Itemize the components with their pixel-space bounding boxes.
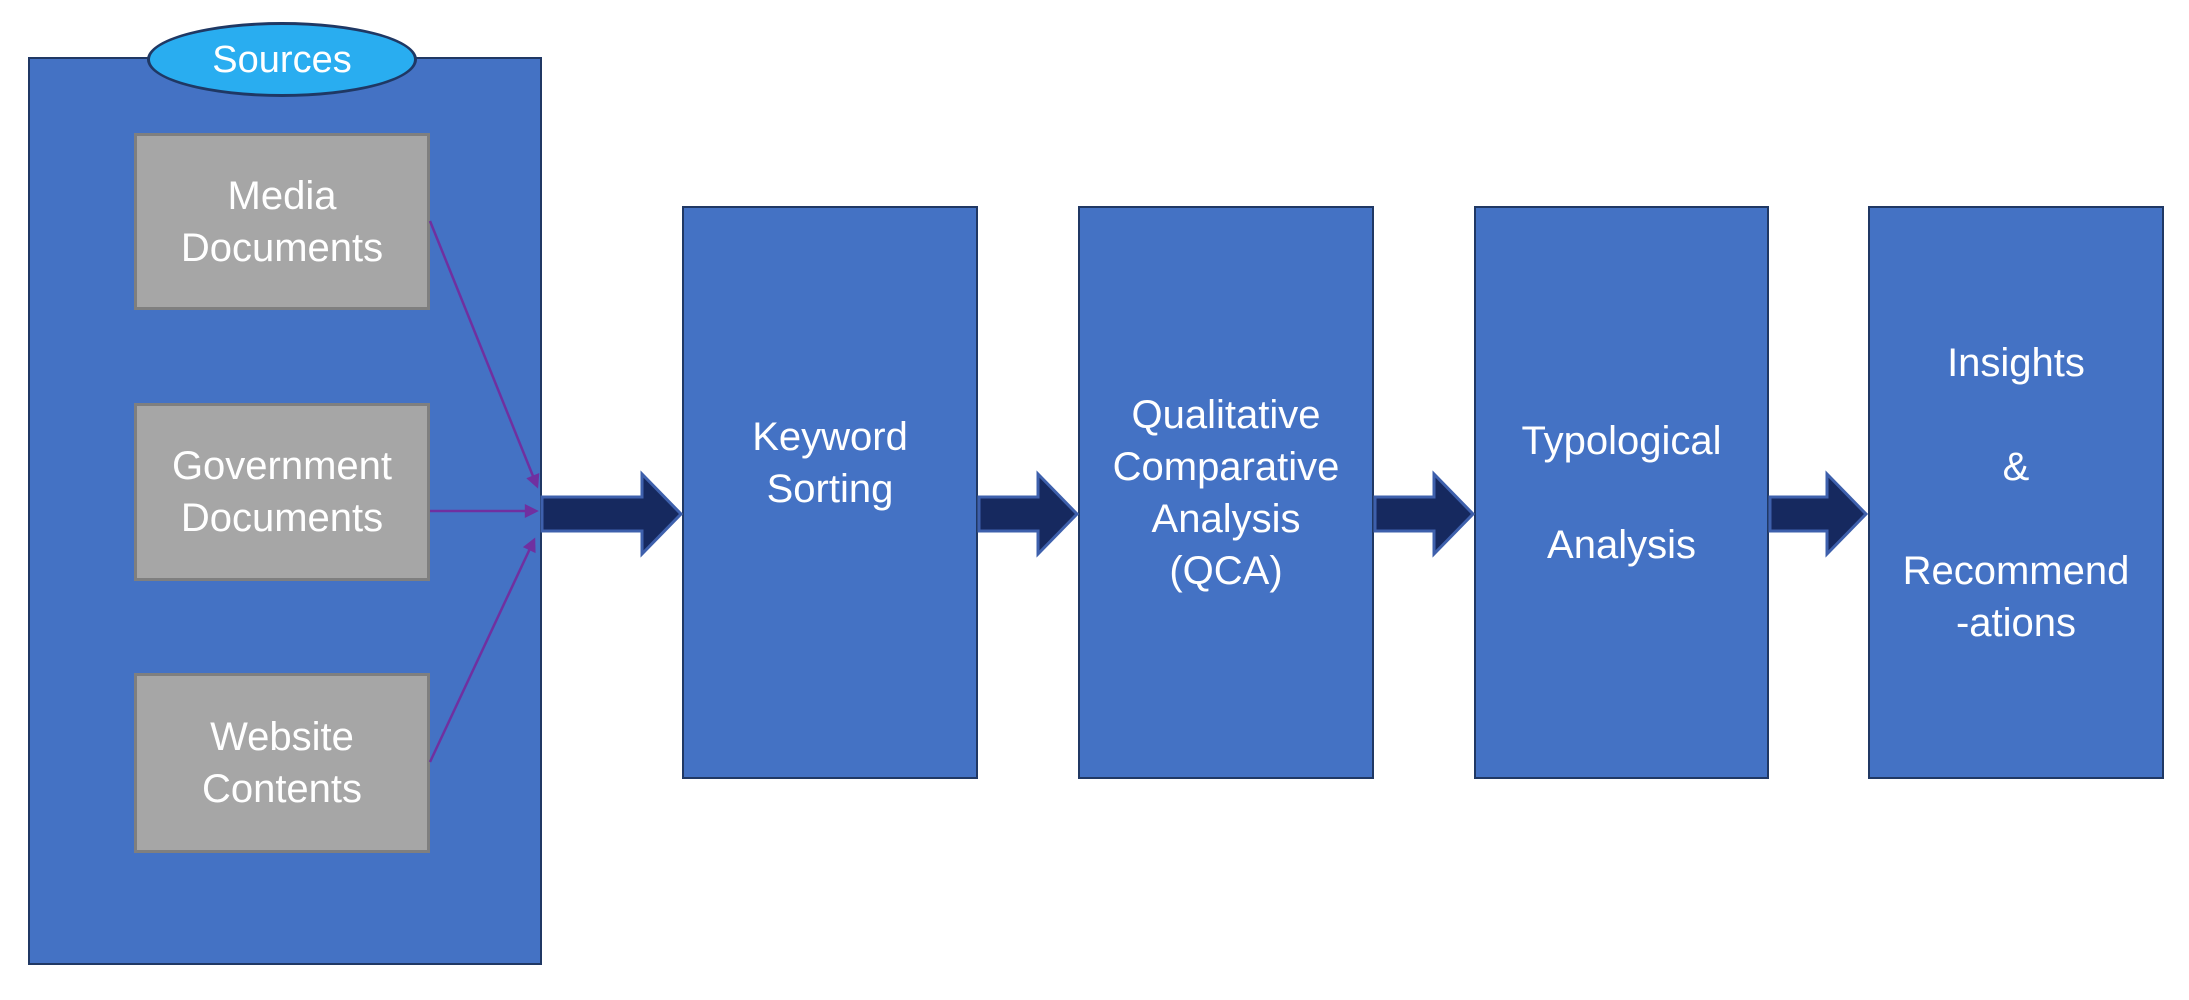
sources-title: Sources	[212, 38, 352, 81]
sources-label-ellipse: Sources	[147, 22, 417, 97]
step-keyword-sorting: Keyword Sorting	[682, 206, 978, 779]
source-box-media-label: Media Documents	[180, 173, 384, 270]
flow-arrow-1-icon	[540, 470, 684, 558]
source-box-website-label: Website Contents	[201, 715, 363, 811]
step-qca-label: Qualitative Comparative Analysis (QCA)	[1112, 392, 1340, 593]
step-typological-analysis-label: Typological Analysis	[1521, 418, 1722, 567]
flow-arrow-3-icon	[1373, 470, 1476, 558]
step-insights-recommendations-label: Insights & Recommend -ations	[1902, 340, 2130, 645]
source-box-media: Media Documents	[134, 133, 430, 310]
step-typological-analysis: Typological Analysis	[1474, 206, 1769, 779]
flow-arrow-4-icon	[1768, 470, 1869, 558]
step-insights-recommendations: Insights & Recommend -ations	[1868, 206, 2164, 779]
step-qualitative-comparative-analysis: Qualitative Comparative Analysis (QCA)	[1078, 206, 1374, 779]
flow-arrow-2-icon	[977, 470, 1080, 558]
source-box-government-label: Government Documents	[171, 444, 393, 540]
step-keyword-sorting-label: Keyword Sorting	[752, 414, 908, 511]
source-box-website: Website Contents	[134, 673, 430, 853]
source-box-government: Government Documents	[134, 403, 430, 581]
